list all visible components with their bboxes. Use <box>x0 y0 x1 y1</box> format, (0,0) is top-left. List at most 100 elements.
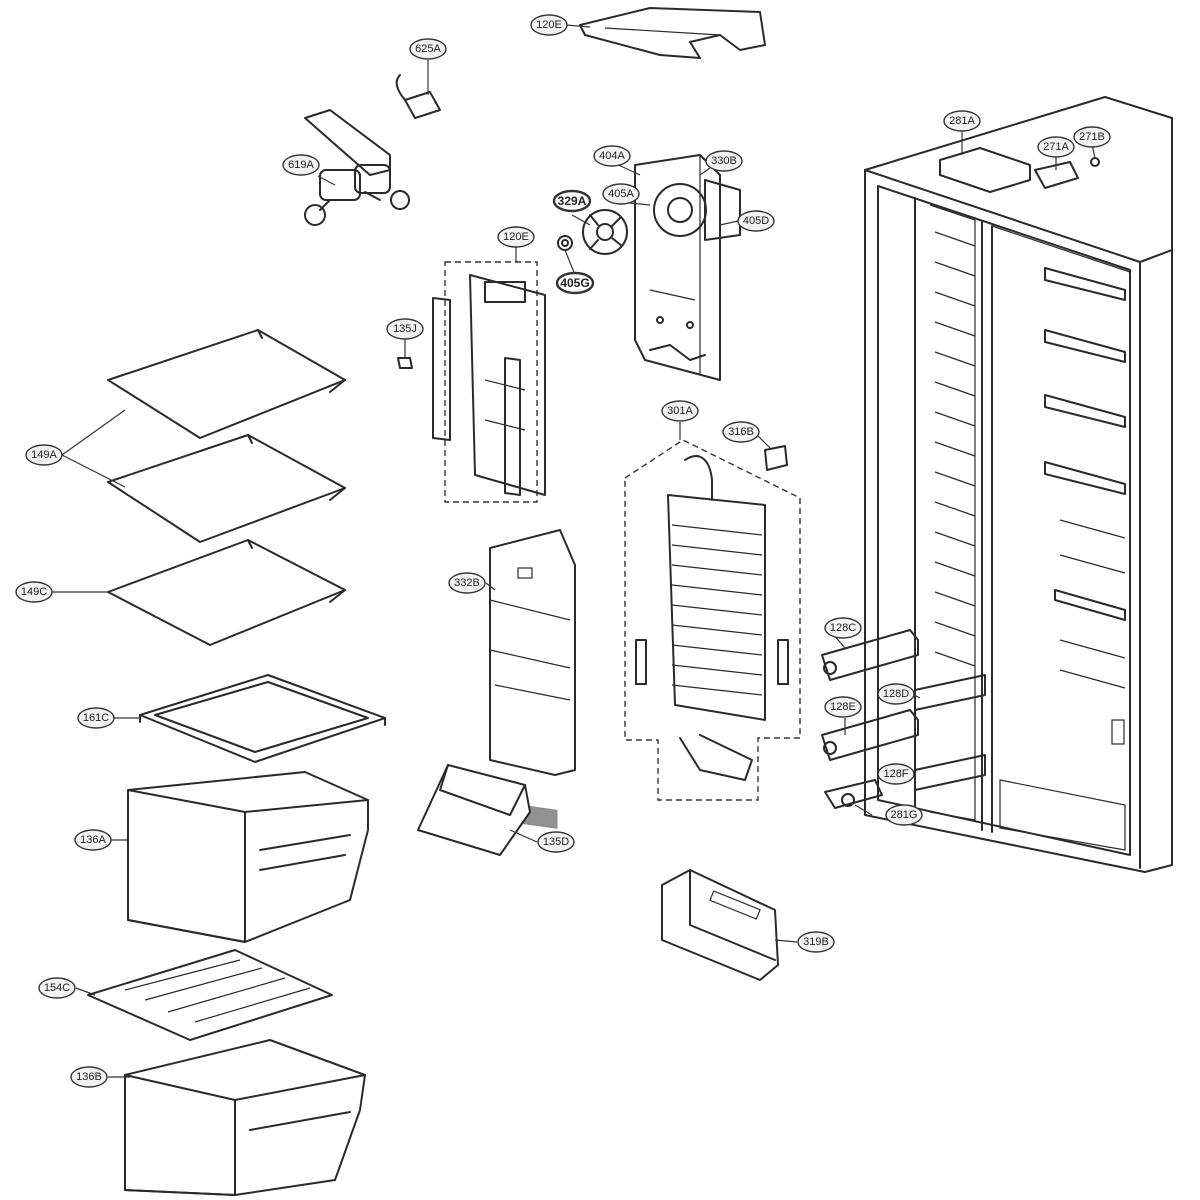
callout-text: 404A <box>599 150 625 162</box>
callout-oval <box>824 617 862 639</box>
callout-619a-2: 619A <box>282 154 320 176</box>
callout-oval <box>705 150 743 172</box>
callout-136a-25: 136A <box>74 829 112 851</box>
callout-120e-0: 120E <box>530 14 568 36</box>
callout-oval <box>386 318 424 340</box>
callout-625a-1: 625A <box>409 38 447 60</box>
defrost-sensor <box>764 445 788 471</box>
callout-text: 316B <box>728 426 754 438</box>
freezer-shelf-rails <box>934 231 976 667</box>
callout-161c-22: 161C <box>77 707 115 729</box>
callout-text: 128D <box>883 688 909 700</box>
callout-text: 405A <box>608 188 634 200</box>
callout-oval <box>824 696 862 718</box>
dairy-tray <box>417 764 531 856</box>
callout-text: 405D <box>743 215 769 227</box>
duct-cap <box>397 357 413 369</box>
callout-405g-12: 405G <box>555 271 595 295</box>
callout-text: 128F <box>883 768 908 780</box>
callout-oval <box>15 581 53 603</box>
temperature-sensor <box>395 74 441 119</box>
callout-405a-8: 405A <box>602 183 640 205</box>
slide-rail-rollers-lower <box>914 754 986 791</box>
callout-text: 135D <box>543 836 569 848</box>
fan-blade <box>582 209 628 255</box>
callout-text: 128C <box>830 622 856 634</box>
callout-332b-18: 332B <box>448 572 486 594</box>
drawer-cover-grid <box>87 949 333 1041</box>
callout-oval <box>70 1066 108 1088</box>
callout-329a-9: 329A <box>552 189 592 213</box>
slide-rail-rollers-upper <box>914 674 986 711</box>
glass-shelf-lower <box>107 539 346 646</box>
callout-text: 319B <box>803 936 829 948</box>
callout-136b-29: 136B <box>70 1066 108 1088</box>
hinge-bracket <box>824 779 883 809</box>
callout-120e-11: 120E <box>497 226 535 248</box>
crisper-slide-rail-upper <box>821 629 919 681</box>
refrigerator-cabinet <box>864 96 1173 873</box>
callout-oval <box>552 189 592 213</box>
callout-oval <box>555 271 595 295</box>
fan-grommet <box>557 235 573 251</box>
ice-maker-duct-box <box>661 869 779 981</box>
callout-oval <box>497 226 535 248</box>
callout-128d-20: 128D <box>877 683 915 705</box>
callout-oval <box>77 707 115 729</box>
upper-air-duct <box>579 7 766 59</box>
callout-text: 154C <box>44 982 70 994</box>
callout-128c-19: 128C <box>824 617 862 639</box>
callout-271a-4: 271A <box>1037 136 1075 158</box>
callout-text: 405G <box>560 276 589 290</box>
callout-text: 120E <box>536 19 562 31</box>
callout-135d-26: 135D <box>537 831 575 853</box>
callout-text: 330B <box>711 155 737 167</box>
callout-oval <box>530 14 568 36</box>
callout-oval <box>797 931 835 953</box>
glass-shelf-middle <box>107 434 346 543</box>
callout-text: 281A <box>949 115 975 127</box>
callout-oval <box>722 421 760 443</box>
callout-text: 136A <box>80 834 106 846</box>
callout-text: 619A <box>288 159 314 171</box>
callout-oval <box>602 183 640 205</box>
callout-oval <box>25 444 63 466</box>
callout-oval <box>877 683 915 705</box>
callout-text: 161C <box>83 712 109 724</box>
callout-text: 329A <box>558 194 587 208</box>
callout-text: 136B <box>76 1071 102 1083</box>
callout-oval <box>885 804 923 826</box>
callout-oval <box>593 145 631 167</box>
crisper-slide-rail-lower <box>821 709 919 761</box>
callout-text: 332B <box>454 577 480 589</box>
callout-labels: 120E 625A 619A 281A 271A 271B 404A 330B 405A 329A… <box>15 14 1111 1088</box>
callout-text: 120E <box>503 231 529 243</box>
glass-shelf-top <box>107 329 346 439</box>
water-valve-assembly <box>304 109 410 226</box>
callout-text: 271A <box>1043 141 1069 153</box>
callout-oval <box>282 154 320 176</box>
top-cover-plate <box>939 147 1100 193</box>
callout-330b-7: 330B <box>705 150 743 172</box>
callout-oval <box>409 38 447 60</box>
callout-149a-14: 149A <box>25 444 63 466</box>
callout-text: 149C <box>21 586 47 598</box>
callout-text: 149A <box>31 449 57 461</box>
callout-oval <box>943 110 981 132</box>
callout-128f-23: 128F <box>877 763 915 785</box>
callout-271b-5: 271B <box>1073 126 1111 148</box>
callout-oval <box>877 763 915 785</box>
callout-128e-21: 128E <box>824 696 862 718</box>
crisper-cover-frame <box>139 674 386 763</box>
callout-301a-15: 301A <box>661 400 699 422</box>
callout-oval <box>1073 126 1111 148</box>
callout-text: 625A <box>415 43 441 55</box>
callout-text: 128E <box>830 701 856 713</box>
callout-text: 135J <box>393 323 417 335</box>
callout-316b-16: 316B <box>722 421 760 443</box>
callout-text: 281G <box>891 809 918 821</box>
fridge-shelf-rails <box>1044 267 1126 689</box>
callout-oval <box>1037 136 1075 158</box>
